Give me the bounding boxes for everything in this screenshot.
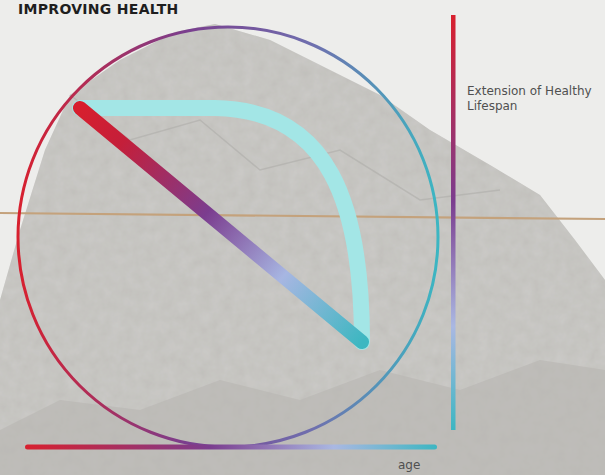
decline-line: [80, 108, 362, 342]
vertical-axis-bar: [451, 15, 456, 430]
horizontal-axis-bar: [25, 445, 437, 450]
rope: [0, 213, 605, 219]
healthy-curve: [80, 108, 362, 342]
diagram-title: IMPROVING HEALTH: [18, 1, 179, 17]
circle-outline: [18, 27, 438, 447]
axis-label: age: [398, 458, 458, 473]
axis-label: Extension of Healthy Lifespan: [467, 84, 597, 114]
